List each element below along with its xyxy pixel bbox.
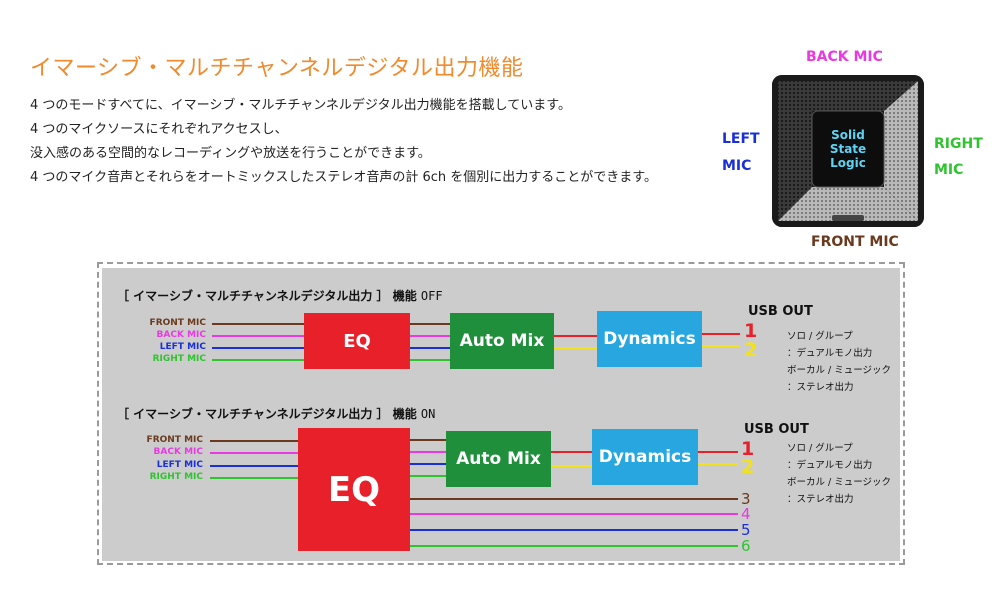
description-line-4: 4 つのマイク音声とそれらをオートミックスしたステレオ音声の計 6ch を個別に…: [30, 170, 657, 185]
page-title: イマーシブ・マルチチャンネルデジタル出力機能: [30, 56, 524, 81]
right-mic-label-1: RIGHT: [934, 136, 983, 152]
off-input-left: LEFT MIC: [159, 342, 206, 352]
on-input-left: LEFT MIC: [156, 460, 203, 470]
off-dynamics-block: Dynamics: [597, 311, 702, 367]
logo-line-2: State: [830, 142, 866, 156]
left-mic-label-1: LEFT: [722, 131, 760, 147]
on-input-front: FRONT MIC: [146, 435, 203, 445]
on-eq-block: EQ: [298, 428, 410, 551]
on-output-2: 2: [741, 456, 755, 478]
dashed-frame: [97, 262, 905, 565]
off-output-1: 1: [744, 320, 758, 342]
off-usb-out-label: USB OUT: [748, 304, 813, 319]
on-dynamics-block: Dynamics: [592, 429, 698, 485]
front-mic-label: FRONT MIC: [811, 234, 899, 250]
on-output-6: 6: [741, 537, 751, 555]
off-input-right: RIGHT MIC: [152, 354, 206, 364]
off-input-back: BACK MIC: [156, 330, 206, 340]
on-output-5: 5: [741, 521, 751, 539]
off-section-title: ［ イマーシブ・マルチチャンネルデジタル出力 ］ 機能 OFF: [117, 289, 443, 303]
left-mic-label-2: MIC: [722, 158, 752, 174]
off-input-front: FRONT MIC: [149, 318, 206, 328]
description-line-1: 4 つのモードすべてに、イマーシブ・マルチチャンネルデジタル出力機能を搭載してい…: [30, 98, 571, 113]
description-line-2: 4 つのマイクソースにそれぞれアクセスし、: [30, 122, 288, 137]
right-mic-label-2: MIC: [934, 162, 964, 178]
off-eq-block: EQ: [304, 313, 410, 369]
off-output-2: 2: [744, 339, 758, 361]
on-output-3: 3: [741, 490, 751, 508]
microphone-device-image: Solid State Logic: [772, 75, 924, 227]
on-input-right: RIGHT MIC: [149, 472, 203, 482]
on-output-1: 1: [741, 438, 755, 460]
on-input-back: BACK MIC: [153, 447, 203, 457]
off-automix-block: Auto Mix: [450, 313, 554, 369]
on-automix-block: Auto Mix: [446, 431, 551, 487]
on-legend: ソロ / グループ ：デュアルモノ出力 ボーカル / ミュージック ：ステレオ出…: [787, 443, 892, 505]
on-section-title: ［ イマーシブ・マルチチャンネルデジタル出力 ］ 機能 ON: [117, 407, 436, 421]
description-line-3: 没入感のある空間的なレコーディングや放送を行うことができます。: [30, 146, 431, 161]
back-mic-label: BACK MIC: [806, 49, 883, 65]
logo-line-1: Solid: [831, 128, 865, 142]
on-output-4: 4: [741, 505, 751, 523]
logo-line-3: Logic: [830, 156, 866, 170]
off-legend: ソロ / グループ ：デュアルモノ出力 ボーカル / ミュージック ：ステレオ出…: [787, 331, 892, 393]
on-usb-out-label: USB OUT: [744, 422, 809, 437]
